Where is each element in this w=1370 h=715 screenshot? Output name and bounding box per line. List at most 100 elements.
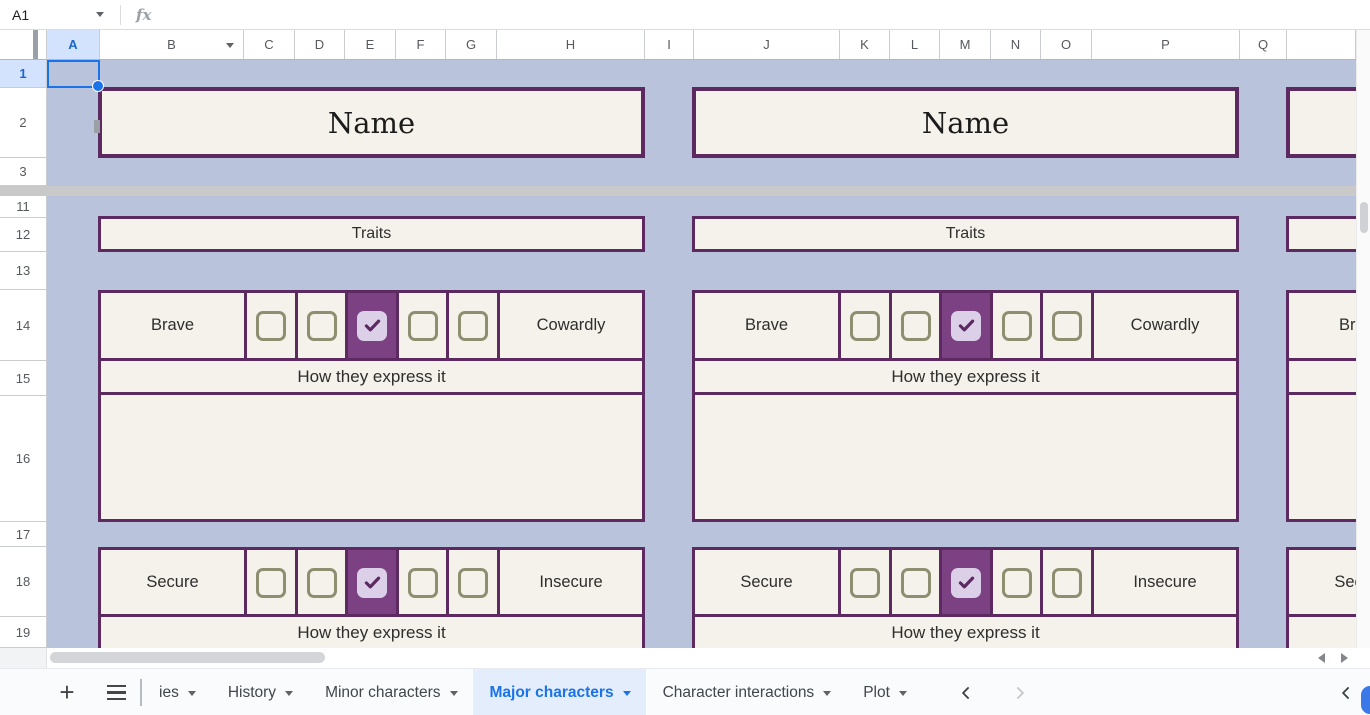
- row-header-16[interactable]: 16: [0, 396, 47, 522]
- column-header-D[interactable]: D: [295, 30, 345, 59]
- traits-box[interactable]: Traits: [692, 216, 1239, 252]
- checkbox-checked[interactable]: [951, 567, 981, 598]
- checkbox-cell[interactable]: [295, 293, 345, 358]
- checkbox-unchecked[interactable]: [407, 567, 438, 598]
- row-header-17[interactable]: 17: [0, 522, 47, 547]
- trait-label-left[interactable]: Brave: [695, 293, 838, 358]
- checkbox-cell[interactable]: [939, 293, 990, 358]
- prev-sheet-icon[interactable]: [956, 683, 976, 703]
- name-box[interactable]: Name: [1286, 87, 1356, 158]
- express-body[interactable]: [98, 392, 645, 522]
- row-header-1[interactable]: 1: [0, 60, 47, 88]
- column-header-A[interactable]: A: [47, 30, 100, 59]
- tab-menu-icon[interactable]: [285, 691, 294, 696]
- checkbox-unchecked[interactable]: [458, 567, 488, 598]
- row-header-3[interactable]: 3: [0, 158, 47, 186]
- checkbox-checked[interactable]: [357, 567, 387, 598]
- trait-label-right[interactable]: Insecure: [1091, 550, 1236, 615]
- column-header-G[interactable]: G: [446, 30, 497, 59]
- checkbox-cell[interactable]: [1040, 550, 1091, 615]
- checkbox-unchecked[interactable]: [407, 310, 438, 341]
- column-header-L[interactable]: L: [890, 30, 940, 59]
- column-header-H[interactable]: H: [497, 30, 645, 59]
- column-header-P[interactable]: P: [1092, 30, 1240, 59]
- checkbox-unchecked[interactable]: [306, 310, 337, 341]
- freeze-column-handle[interactable]: [33, 30, 38, 59]
- column-header-B[interactable]: B: [100, 30, 244, 59]
- trait-label-right[interactable]: Insecure: [497, 550, 642, 615]
- all-sheets-menu-icon[interactable]: [102, 669, 130, 715]
- checkbox-unchecked[interactable]: [1052, 567, 1082, 598]
- traits-box[interactable]: Traits: [98, 216, 645, 252]
- checkbox-cell[interactable]: [396, 293, 446, 358]
- column-header-blank[interactable]: [1287, 30, 1356, 59]
- chevron-down-icon[interactable]: [96, 12, 104, 17]
- scroll-left-icon[interactable]: [1318, 653, 1325, 663]
- fill-handle[interactable]: [92, 80, 104, 92]
- checkbox-unchecked[interactable]: [256, 567, 286, 598]
- tab-menu-icon[interactable]: [823, 691, 832, 696]
- checkbox-cell[interactable]: [838, 293, 889, 358]
- express-header[interactable]: How they express it: [98, 358, 645, 395]
- checkbox-cell[interactable]: [939, 550, 990, 615]
- checkbox-cell[interactable]: [838, 550, 889, 615]
- checkbox-unchecked[interactable]: [850, 567, 880, 598]
- trait-label-left[interactable]: Secure: [1289, 550, 1356, 615]
- express-body[interactable]: [1286, 392, 1356, 522]
- checkbox-cell[interactable]: [345, 293, 396, 358]
- checkbox-cell[interactable]: [244, 293, 295, 358]
- cell-reference-box[interactable]: A1: [0, 0, 114, 29]
- add-sheet-button[interactable]: +: [59, 677, 75, 707]
- trait-label-right[interactable]: Cowardly: [497, 293, 642, 358]
- trait-label-right[interactable]: Cowardly: [1091, 293, 1236, 358]
- traits-box[interactable]: Traits: [1286, 216, 1356, 252]
- checkbox-cell[interactable]: [990, 550, 1040, 615]
- column-header-F[interactable]: F: [396, 30, 446, 59]
- trait-label-left[interactable]: Brave: [101, 293, 244, 358]
- row-header-13[interactable]: 13: [0, 252, 47, 290]
- column-header-Q[interactable]: Q: [1240, 30, 1287, 59]
- column-header-C[interactable]: C: [244, 30, 295, 59]
- column-header-I[interactable]: I: [645, 30, 694, 59]
- tab-character-interactions[interactable]: Character interactions: [646, 669, 847, 715]
- checkbox-cell[interactable]: [345, 550, 396, 615]
- trait-label-left[interactable]: Brave: [1289, 293, 1356, 358]
- row-header-12[interactable]: 12: [0, 218, 47, 252]
- checkbox-checked[interactable]: [951, 310, 981, 341]
- row-header-11[interactable]: 11: [0, 196, 47, 218]
- checkbox-unchecked[interactable]: [306, 567, 337, 598]
- side-panel-handle[interactable]: [1361, 686, 1370, 714]
- checkbox-unchecked[interactable]: [1052, 310, 1082, 341]
- trait-label-left[interactable]: Secure: [101, 550, 244, 615]
- column-header-J[interactable]: J: [694, 30, 840, 59]
- tab-plot[interactable]: Plot: [846, 669, 922, 715]
- row-header-14[interactable]: 14: [0, 290, 47, 361]
- tab-major-characters[interactable]: Major characters: [472, 669, 646, 715]
- tab-menu-icon[interactable]: [622, 691, 631, 696]
- express-body[interactable]: [692, 392, 1239, 522]
- vertical-scrollbar[interactable]: [1356, 30, 1370, 648]
- tab-menu-icon[interactable]: [898, 691, 907, 696]
- horizontal-scrollbar-thumb[interactable]: [50, 652, 325, 663]
- hidden-rows-band[interactable]: [0, 186, 1356, 196]
- column-header-N[interactable]: N: [991, 30, 1041, 59]
- trait-label-left[interactable]: Secure: [695, 550, 838, 615]
- row-header-15[interactable]: 15: [0, 361, 47, 396]
- tab-menu-icon[interactable]: [449, 691, 458, 696]
- tab-ies[interactable]: ies: [142, 669, 211, 715]
- tab-minor-characters[interactable]: Minor characters: [308, 669, 472, 715]
- express-header[interactable]: How they express it: [692, 358, 1239, 395]
- horizontal-scrollbar[interactable]: [0, 648, 1370, 668]
- row-header-18[interactable]: 18: [0, 547, 47, 617]
- name-box[interactable]: Name: [98, 87, 645, 158]
- checkbox-unchecked[interactable]: [1001, 567, 1032, 598]
- checkbox-unchecked[interactable]: [458, 310, 488, 341]
- tab-history[interactable]: History: [211, 669, 308, 715]
- checkbox-unchecked[interactable]: [850, 310, 880, 341]
- express-header[interactable]: How they express it: [1286, 358, 1356, 395]
- column-dropdown-icon[interactable]: [226, 43, 234, 48]
- name-box[interactable]: Name: [692, 87, 1239, 158]
- express-header[interactable]: How they express it: [98, 614, 645, 648]
- row-header-2[interactable]: 2: [0, 88, 47, 158]
